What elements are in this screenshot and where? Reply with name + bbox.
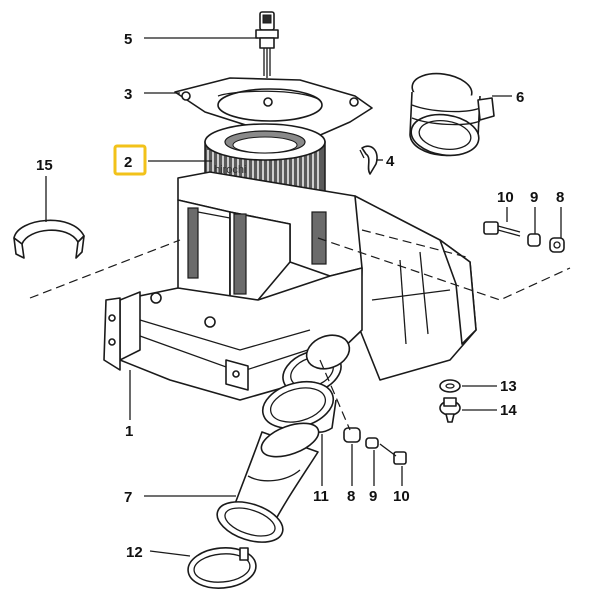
callout-2: 2 [124, 154, 132, 171]
callout-10-upper: 10 [497, 189, 514, 206]
part-5-sensor [255, 11, 279, 78]
part-7-duct [216, 422, 320, 543]
callout-9-lower: 9 [369, 488, 377, 505]
part-4-clip [359, 145, 378, 175]
part-12-hose-clamp [187, 547, 257, 589]
parts-8-9-10-lower [343, 427, 407, 465]
callout-4: 4 [386, 153, 395, 170]
callout-8-lower: 8 [347, 488, 355, 505]
part-15-clamp [13, 210, 85, 259]
callout-12: 12 [126, 544, 143, 561]
callout-9-upper: 9 [530, 189, 538, 206]
callout-7: 7 [124, 489, 132, 506]
callout-8-upper: 8 [556, 189, 564, 206]
callout-labels: 5 3 6 2 15 4 10 9 8 13 14 1 7 11 8 9 10 … [36, 31, 564, 561]
part-6-intake-hose [409, 72, 495, 157]
watermark-text: hirochi [214, 164, 246, 176]
callout-11: 11 [313, 488, 329, 505]
callout-14: 14 [500, 402, 517, 419]
callout-1: 1 [125, 423, 133, 440]
callout-15: 15 [36, 157, 53, 174]
leader-lines [45, 37, 562, 557]
callout-5: 5 [124, 31, 132, 48]
assembly-dashed-lines [29, 229, 571, 431]
callout-10-lower: 10 [393, 488, 410, 505]
parts-10-9-8-upper [483, 221, 565, 253]
callout-13: 13 [500, 378, 517, 395]
callout-6: 6 [516, 89, 524, 106]
part-14-fitting [439, 397, 461, 423]
highlight-box-2 [113, 144, 147, 176]
part-13-washer [439, 379, 461, 393]
callout-3: 3 [124, 86, 132, 103]
part-3-gasket-plate [174, 77, 373, 137]
